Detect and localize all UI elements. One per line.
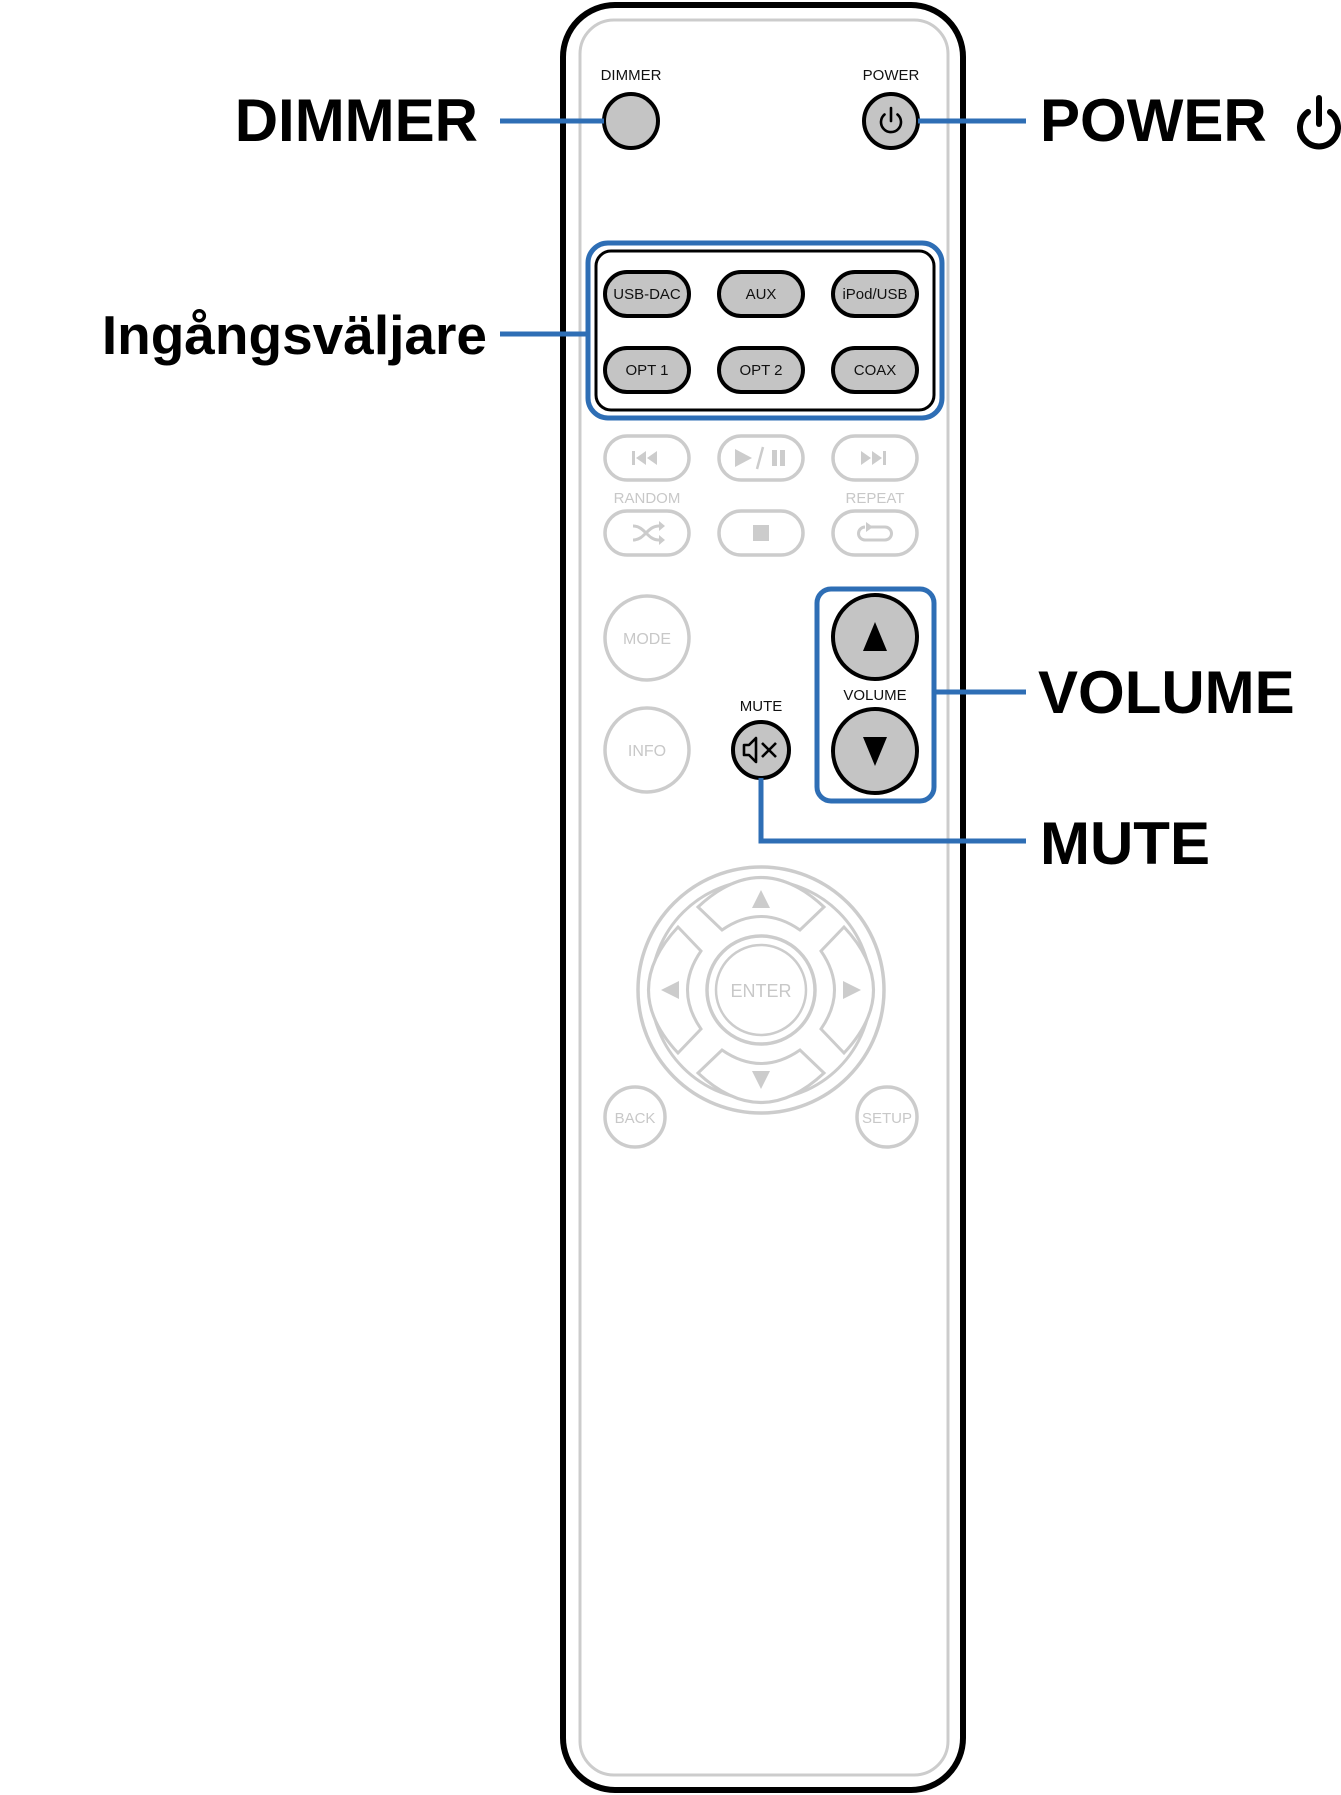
input-button-label: iPod/USB (842, 286, 907, 303)
volume-up-icon (863, 622, 887, 651)
input-selector-group (585, 240, 945, 421)
mute-callout-line (758, 778, 1026, 844)
setup-label: SETUP (862, 1110, 912, 1127)
volume-label: VOLUME (843, 687, 906, 704)
dimmer-label: DIMMER (601, 67, 662, 84)
mode-button[interactable] (603, 594, 691, 682)
dimmer-button[interactable] (602, 92, 660, 150)
input-button-label: AUX (746, 286, 777, 303)
play-pause-icon (735, 446, 785, 470)
volume-down-icon (863, 737, 887, 766)
next-icon (861, 451, 886, 465)
callout-volume: VOLUME (1038, 659, 1295, 726)
repeat-button[interactable] (831, 509, 919, 557)
callout-power: POWER (1040, 87, 1267, 154)
mute-button[interactable] (731, 720, 791, 780)
random-label: RANDOM (614, 490, 681, 507)
callout-dimmer: DIMMER (235, 87, 478, 154)
back-label: BACK (615, 1110, 656, 1127)
back-button[interactable] (603, 1085, 667, 1149)
volume-group-outline (814, 586, 937, 804)
callout-lines (500, 118, 1026, 844)
arrow-right-icon (843, 981, 861, 999)
info-button[interactable] (603, 706, 691, 794)
arrow-up-icon (752, 890, 770, 908)
input-button-label: OPT 2 (739, 362, 782, 379)
previous-icon (632, 451, 657, 465)
input-button-opt-1[interactable]: OPT 1 (603, 346, 691, 394)
power-symbol-icon (1297, 95, 1341, 150)
input-button-shape[interactable] (831, 270, 919, 318)
power-label: POWER (863, 67, 920, 84)
callout-input-selector: Ingångsväljare (102, 304, 487, 366)
enter-label: ENTER (730, 981, 791, 1001)
repeat-icon (857, 522, 893, 542)
shuffle-icon (632, 521, 665, 545)
enter-button[interactable] (705, 934, 817, 1046)
input-button-shape[interactable] (603, 346, 691, 394)
mode-label: MODE (623, 631, 671, 648)
arrow-down-icon (752, 1071, 770, 1089)
stop-icon (753, 525, 769, 541)
navigation-pad: ENTER (636, 865, 886, 1115)
input-button-aux[interactable]: AUX (717, 270, 805, 318)
mute-icon (742, 736, 777, 764)
input-button-label: USB-DAC (613, 286, 681, 303)
power-icon (879, 106, 903, 134)
power-button-group[interactable]: POWER (862, 67, 920, 150)
input-button-opt-2[interactable]: OPT 2 (717, 346, 805, 394)
input-button-coax[interactable]: COAX (831, 346, 919, 394)
arrow-left-icon (661, 981, 679, 999)
input-button-ipod-usb[interactable]: iPod/USB (831, 270, 919, 318)
input-button-shape[interactable] (831, 346, 919, 394)
setup-button[interactable] (855, 1085, 919, 1149)
mute-label: MUTE (740, 698, 783, 715)
input-buttons: USB-DAC AUX iPod/USB OPT 1 OPT 2 COAX (603, 270, 919, 394)
input-button-shape[interactable] (717, 346, 805, 394)
callout-mute: MUTE (1040, 810, 1210, 877)
dimmer-button-group[interactable]: DIMMER (601, 67, 662, 150)
info-label: INFO (628, 743, 666, 760)
input-button-shape[interactable] (717, 270, 805, 318)
input-button-label: COAX (854, 362, 897, 379)
input-button-usb-dac[interactable]: USB-DAC (603, 270, 691, 318)
repeat-label: REPEAT (846, 490, 905, 507)
input-button-label: OPT 1 (625, 362, 668, 379)
transport-controls: RANDOM REPEAT (603, 434, 919, 557)
input-button-shape[interactable] (603, 270, 691, 318)
